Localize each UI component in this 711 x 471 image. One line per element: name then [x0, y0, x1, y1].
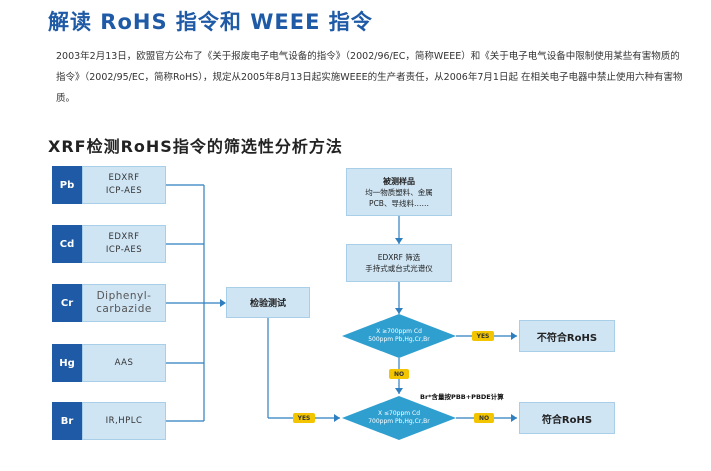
- sample-line: PCB、导线料……: [369, 198, 429, 208]
- element-chip-pb: Pb: [52, 166, 82, 204]
- diamond-2-label: X ≤70ppm Cd 700ppm Pb,Hg,Cr,Br: [356, 410, 442, 426]
- method-box-pb: EDXRF ICP-AES: [82, 166, 166, 204]
- method-box-cr: Diphenyl- carbazide: [82, 284, 166, 322]
- method-box-hg: AAS: [82, 344, 166, 382]
- method-line: AAS: [114, 357, 134, 368]
- screen-line: EDXRF 筛选: [377, 253, 421, 262]
- no-tag-2: NO: [474, 413, 494, 423]
- section-title: XRF检测RoHS指令的筛选性分析方法: [48, 137, 343, 156]
- method-line: EDXRF: [108, 173, 140, 183]
- method-box-br: IR,HPLC: [82, 402, 166, 440]
- diamond-line: X ≥700ppm Cd: [376, 328, 422, 335]
- diamond-1-label: X ≥700ppm Cd 500ppm Pb,Hg,Cr,Br: [356, 328, 442, 344]
- decision-diamond-2: [342, 396, 456, 440]
- element-chip-br: Br: [52, 402, 82, 440]
- diamond-line: 500ppm Pb,Hg,Cr,Br: [368, 336, 430, 343]
- method-line: Diphenyl-: [96, 290, 152, 302]
- method-line: ICP-AES: [105, 186, 143, 196]
- diamond-line: X ≤70ppm Cd: [377, 410, 421, 417]
- sample-title: 被测样品: [383, 176, 415, 186]
- method-box-cd: EDXRF ICP-AES: [82, 225, 166, 263]
- method-line: IR,HPLC: [105, 415, 143, 426]
- screening-box: EDXRF 筛选 手持式或台式光谱仪: [346, 244, 452, 282]
- no-tag-1: NO: [389, 369, 409, 379]
- page-title: 解读 RoHS 指令和 WEEE 指令: [48, 10, 373, 34]
- element-chip-hg: Hg: [52, 344, 82, 382]
- intro-paragraph: 2003年2月13日，欧盟官方公布了《关于报废电子电气设备的指令》（2002/9…: [56, 51, 683, 104]
- method-line: ICP-AES: [105, 245, 143, 255]
- test-box: 检验测试: [226, 287, 310, 318]
- fail-box: 不符合RoHS: [519, 320, 615, 352]
- sample-line: 均一物质塑料、金属: [365, 187, 433, 197]
- diamond-line: 700ppm Pb,Hg,Cr,Br: [368, 418, 430, 425]
- yes-tag-2: YES: [293, 413, 315, 423]
- decision-diamond-1: [342, 314, 456, 358]
- element-chip-cr: Cr: [52, 284, 82, 322]
- sample-box: 被测样品 均一物质塑料、金属 PCB、导线料……: [346, 168, 452, 216]
- br-note: Br*含量按PBB+PBDE计算: [420, 393, 504, 401]
- method-line: carbazide: [96, 303, 152, 315]
- yes-tag-1: YES: [472, 331, 494, 341]
- pass-box: 符合RoHS: [519, 402, 615, 434]
- method-line: EDXRF: [108, 232, 140, 242]
- element-chip-cd: Cd: [52, 225, 82, 263]
- screen-line: 手持式或台式光谱仪: [365, 264, 433, 273]
